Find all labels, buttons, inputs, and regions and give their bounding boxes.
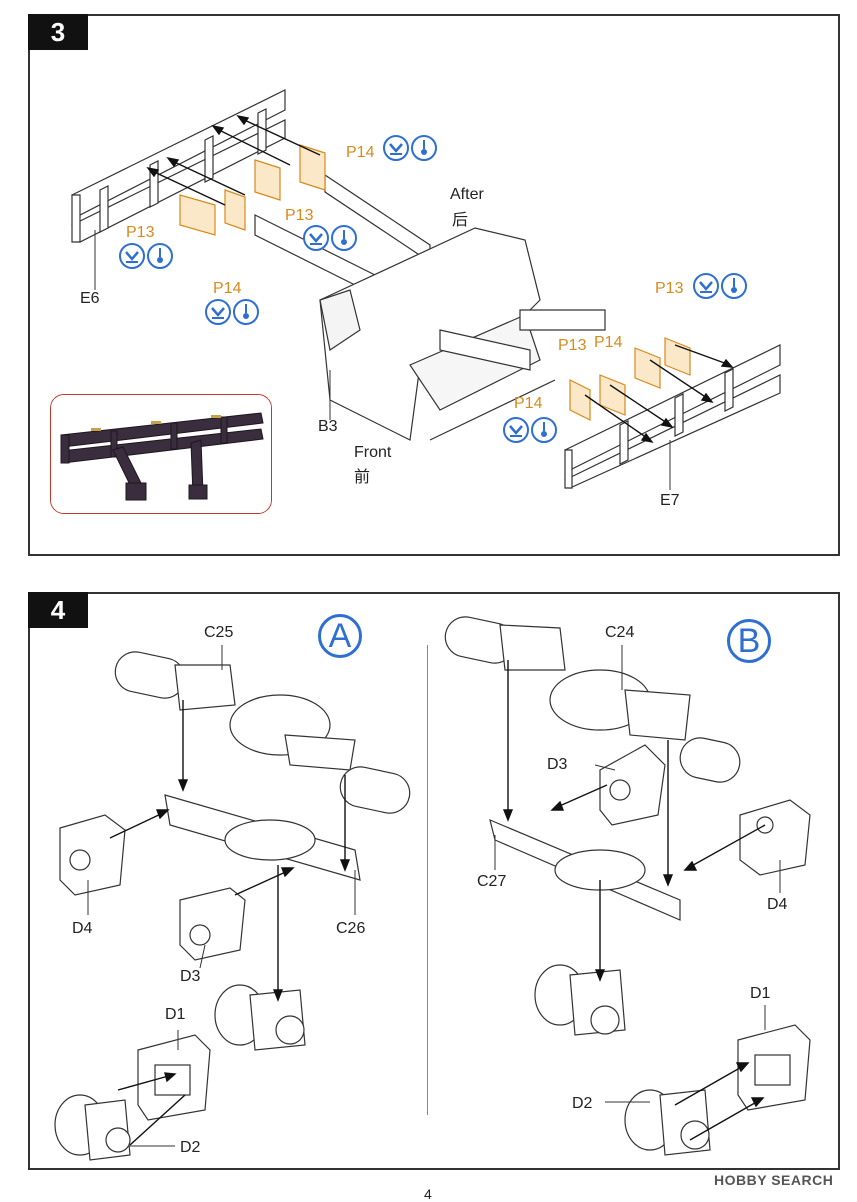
label-d3-a: D3 xyxy=(180,968,201,985)
bend-icon xyxy=(303,225,357,251)
label-d1-a: D1 xyxy=(165,1006,186,1023)
label-front-cn: 前 xyxy=(354,469,371,486)
label-c25: C25 xyxy=(204,624,234,641)
variant-b-badge: B xyxy=(727,619,771,663)
bend-icon xyxy=(503,417,557,443)
step-3-badge: 3 xyxy=(28,14,88,50)
label-after-en: After xyxy=(450,186,484,203)
label-p13-b: P13 xyxy=(285,207,314,224)
label-after-cn: 后 xyxy=(452,212,469,229)
label-d3-b: D3 xyxy=(547,756,568,773)
label-d2-b: D2 xyxy=(572,1095,593,1112)
step-4-number: 4 xyxy=(50,594,66,625)
label-b3: B3 xyxy=(318,418,338,435)
label-d2-a: D2 xyxy=(180,1139,201,1156)
label-e7: E7 xyxy=(660,492,680,509)
label-d4-b: D4 xyxy=(767,896,788,913)
label-p13-c: P13 xyxy=(655,280,684,297)
step-3-drawing xyxy=(71,89,781,490)
variant-divider xyxy=(427,645,428,1115)
label-p14-b: P14 xyxy=(346,144,375,161)
label-c26: C26 xyxy=(336,920,366,937)
bend-icon xyxy=(693,273,747,299)
step-4-badge: 4 xyxy=(28,592,88,628)
label-d4-a: D4 xyxy=(72,920,93,937)
finished-bumper-inset xyxy=(50,394,272,514)
label-c24: C24 xyxy=(605,624,635,641)
label-d1-b: D1 xyxy=(750,985,771,1002)
label-p14-c: P14 xyxy=(594,334,623,351)
watermark: HOBBY SEARCH xyxy=(714,1172,834,1188)
label-front-en: Front xyxy=(354,444,392,461)
label-e6: E6 xyxy=(80,290,100,307)
label-c27: C27 xyxy=(477,873,507,890)
variant-a-badge: A xyxy=(318,614,362,658)
step-3-number: 3 xyxy=(50,16,66,47)
bend-icon xyxy=(383,135,437,161)
label-p14-a: P14 xyxy=(213,280,242,297)
page-number: 4 xyxy=(424,1186,432,1202)
label-p13-a: P13 xyxy=(126,224,155,241)
bend-icon xyxy=(119,243,173,269)
bend-icon xyxy=(205,299,259,325)
label-p13-d: P13 xyxy=(558,337,587,354)
label-p14-d: P14 xyxy=(514,395,543,412)
bumper-photo xyxy=(51,395,271,513)
